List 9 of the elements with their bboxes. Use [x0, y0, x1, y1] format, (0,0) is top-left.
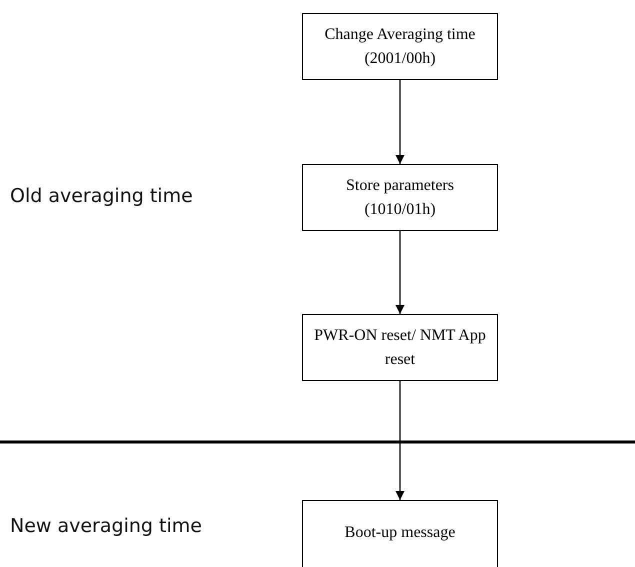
phase-label: New averaging time: [10, 514, 203, 539]
process-box: Store parameters (1010/01h): [302, 164, 498, 231]
process-box: Boot-up message: [302, 500, 498, 567]
phase-label: Old averaging time: [10, 184, 194, 209]
process-box: PWR-ON reset/ NMT App reset: [302, 314, 498, 381]
arrow: [396, 80, 404, 164]
arrow: [396, 231, 404, 314]
arrow: [396, 381, 404, 500]
process-box: Change Averaging time (2001/00h): [302, 13, 498, 80]
